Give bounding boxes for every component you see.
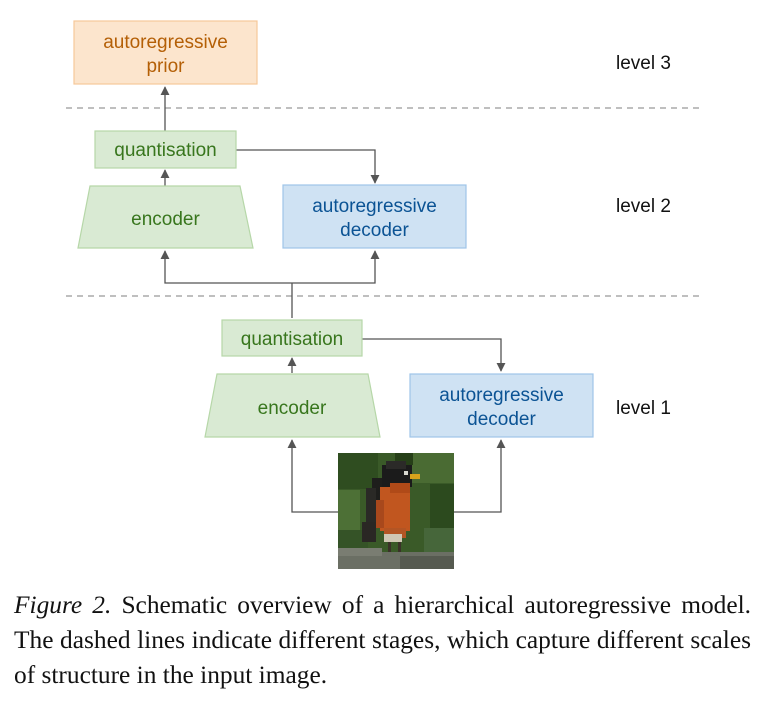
encoder-label-level1: encoder <box>258 398 327 419</box>
quantisation-box-level2: quantisation <box>94 130 237 169</box>
arrow-split-to-decoder-2 <box>292 250 380 284</box>
level-1-label: level 1 <box>616 398 671 419</box>
hierarchical-model-diagram: autoregressive prior quantisation encode… <box>66 20 700 569</box>
connectors <box>160 86 506 513</box>
decoder-label-level1-line2: decoder <box>467 409 536 430</box>
figure-caption: Figure 2. Schematic overview of a hierar… <box>14 588 751 693</box>
arrow-quantisation-1-to-decoder-1 <box>362 338 506 372</box>
caption-text: Schematic overview of a hierarchical aut… <box>14 591 752 689</box>
decoder-label-level2-line1: autoregressive <box>312 196 437 217</box>
decoder-label-level2-line2: decoder <box>340 220 409 241</box>
quantisation-box-level1: quantisation <box>221 319 363 357</box>
encoder-box-level1: encoder <box>204 373 381 438</box>
prior-label-line1: autoregressive <box>103 32 228 53</box>
level-3-label: level 3 <box>616 53 671 74</box>
quantisation-label-level1: quantisation <box>241 329 343 350</box>
encoder-box-level2: encoder <box>77 185 254 249</box>
prior-box: autoregressive prior <box>73 20 258 85</box>
level-2-label: level 2 <box>616 196 671 217</box>
decoder-box-level2: autoregressive decoder <box>282 184 467 249</box>
arrow-quantisation-2-to-decoder-2 <box>236 149 380 184</box>
prior-label-line2: prior <box>146 56 185 77</box>
arrow-image-to-decoder-1 <box>454 439 506 513</box>
input-image-bird <box>338 453 454 569</box>
decoder-label-level1-line1: autoregressive <box>439 385 564 406</box>
arrow-image-to-encoder-1 <box>287 439 338 513</box>
figure-label: Figure 2. <box>14 591 112 619</box>
decoder-box-level1: autoregressive decoder <box>409 373 594 438</box>
encoder-label-level2: encoder <box>131 209 200 230</box>
arrow-split-to-encoder-2 <box>160 250 292 284</box>
quantisation-label-level2: quantisation <box>114 140 216 161</box>
